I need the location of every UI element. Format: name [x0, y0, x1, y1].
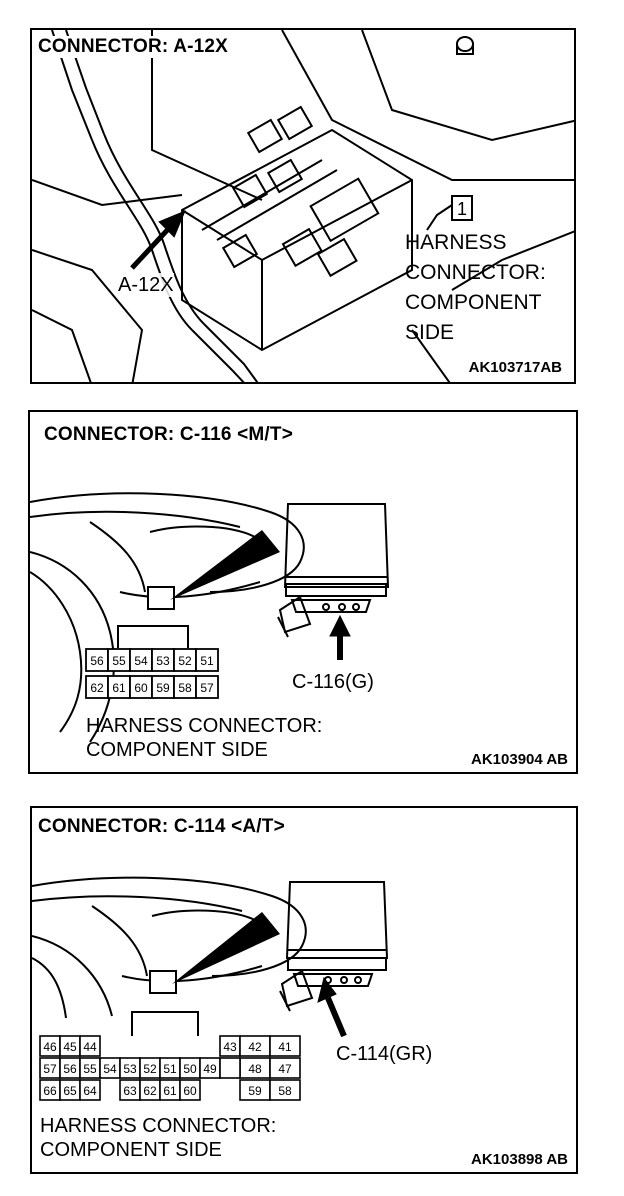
pin-label: 64 [83, 1084, 97, 1098]
figure-code: AK103898 AB [469, 1151, 570, 1168]
connector-c116-panel: 56 55 54 53 52 51 62 61 60 59 58 57 CONN… [28, 410, 578, 774]
pin-label: 54 [103, 1062, 117, 1076]
c114-pin-grid: 46 45 44 43 42 41 57 56 55 54 53 52 51 5… [39, 1035, 301, 1101]
description-line: HARNESS CONNECTOR: [40, 1115, 277, 1137]
harness-description: HARNESS CONNECTOR: COMPONENT SIDE [405, 228, 546, 348]
dashboard-illustration: 46 45 44 43 42 41 57 56 55 54 53 52 51 5… [32, 876, 389, 1101]
harness-description: HARNESS CONNECTOR: COMPONENT SIDE [40, 1114, 276, 1162]
description-line: SIDE [405, 321, 455, 344]
pin-label: 52 [143, 1062, 157, 1076]
description-line: COMPONENT [405, 291, 542, 314]
harness-description: HARNESS CONNECTOR: COMPONENT SIDE [86, 714, 322, 762]
figure-code: AK103904 AB [469, 751, 570, 768]
callout-number: 1 [457, 199, 467, 219]
pin-label: 41 [278, 1040, 292, 1054]
pin-label: 53 [123, 1062, 137, 1076]
pin-label: 57 [200, 681, 214, 695]
connector-a12x-panel: 1 CONNECTOR: A-12X A-12X HARNESS CONNECT… [30, 28, 576, 384]
pin-label: 47 [278, 1062, 292, 1076]
pin-label: 60 [183, 1084, 197, 1098]
pin-label: 45 [63, 1040, 77, 1054]
pin-label: 56 [90, 654, 104, 668]
pin-label: 61 [163, 1084, 177, 1098]
pin-label: 46 [43, 1040, 57, 1054]
pin-label: 57 [43, 1062, 57, 1076]
pin-label: 54 [134, 654, 148, 668]
pin-label: 62 [90, 681, 104, 695]
description-line: COMPONENT SIDE [86, 739, 268, 761]
description-line: COMPONENT SIDE [40, 1139, 222, 1161]
pin-label: 59 [156, 681, 170, 695]
pin-label: 53 [156, 654, 170, 668]
pointer-label-a12x: A-12X [118, 273, 174, 297]
description-line: HARNESS [405, 231, 507, 254]
panel-title: CONNECTOR: A-12X [36, 36, 231, 58]
pin-label: 44 [83, 1040, 97, 1054]
pin-label: 58 [178, 681, 192, 695]
pin-label: 66 [43, 1084, 57, 1098]
pin-label: 62 [143, 1084, 157, 1098]
connector-label-c114: C-114(GR) [336, 1040, 433, 1068]
dashboard-illustration: 56 55 54 53 52 51 62 61 60 59 58 57 [30, 492, 390, 743]
pin-label: 65 [63, 1084, 77, 1098]
pin-label: 51 [163, 1062, 177, 1076]
pin-label: 56 [63, 1062, 77, 1076]
description-line: CONNECTOR: [405, 261, 546, 284]
connector-label-c116: C-116(G) [292, 668, 374, 696]
pin-label: 50 [183, 1062, 197, 1076]
pin-label: 61 [112, 681, 126, 695]
pin-label: 59 [248, 1084, 262, 1098]
pin-label: 55 [83, 1062, 97, 1076]
pin-label: 49 [203, 1062, 217, 1076]
c116-pin-grid: 56 55 54 53 52 51 62 61 60 59 58 57 [85, 648, 219, 699]
pin-label: 55 [112, 654, 126, 668]
pin-label: 58 [278, 1084, 292, 1098]
pin-label: 60 [134, 681, 148, 695]
connector-c114-panel: 46 45 44 43 42 41 57 56 55 54 53 52 51 5… [30, 806, 578, 1174]
panel-title: CONNECTOR: C-114 <A/T> [36, 816, 287, 838]
pin-label: 51 [200, 654, 214, 668]
pin-label: 43 [223, 1040, 237, 1054]
pin-label: 42 [248, 1040, 262, 1054]
pin-label: 52 [178, 654, 192, 668]
engine-bay-illustration: 1 [32, 30, 574, 382]
figure-code: AK103717AB [466, 359, 564, 376]
pin-label: 63 [123, 1084, 137, 1098]
panel-title: CONNECTOR: C-116 <M/T> [42, 424, 295, 446]
description-line: HARNESS CONNECTOR: [86, 715, 323, 737]
pin-label: 48 [248, 1062, 262, 1076]
